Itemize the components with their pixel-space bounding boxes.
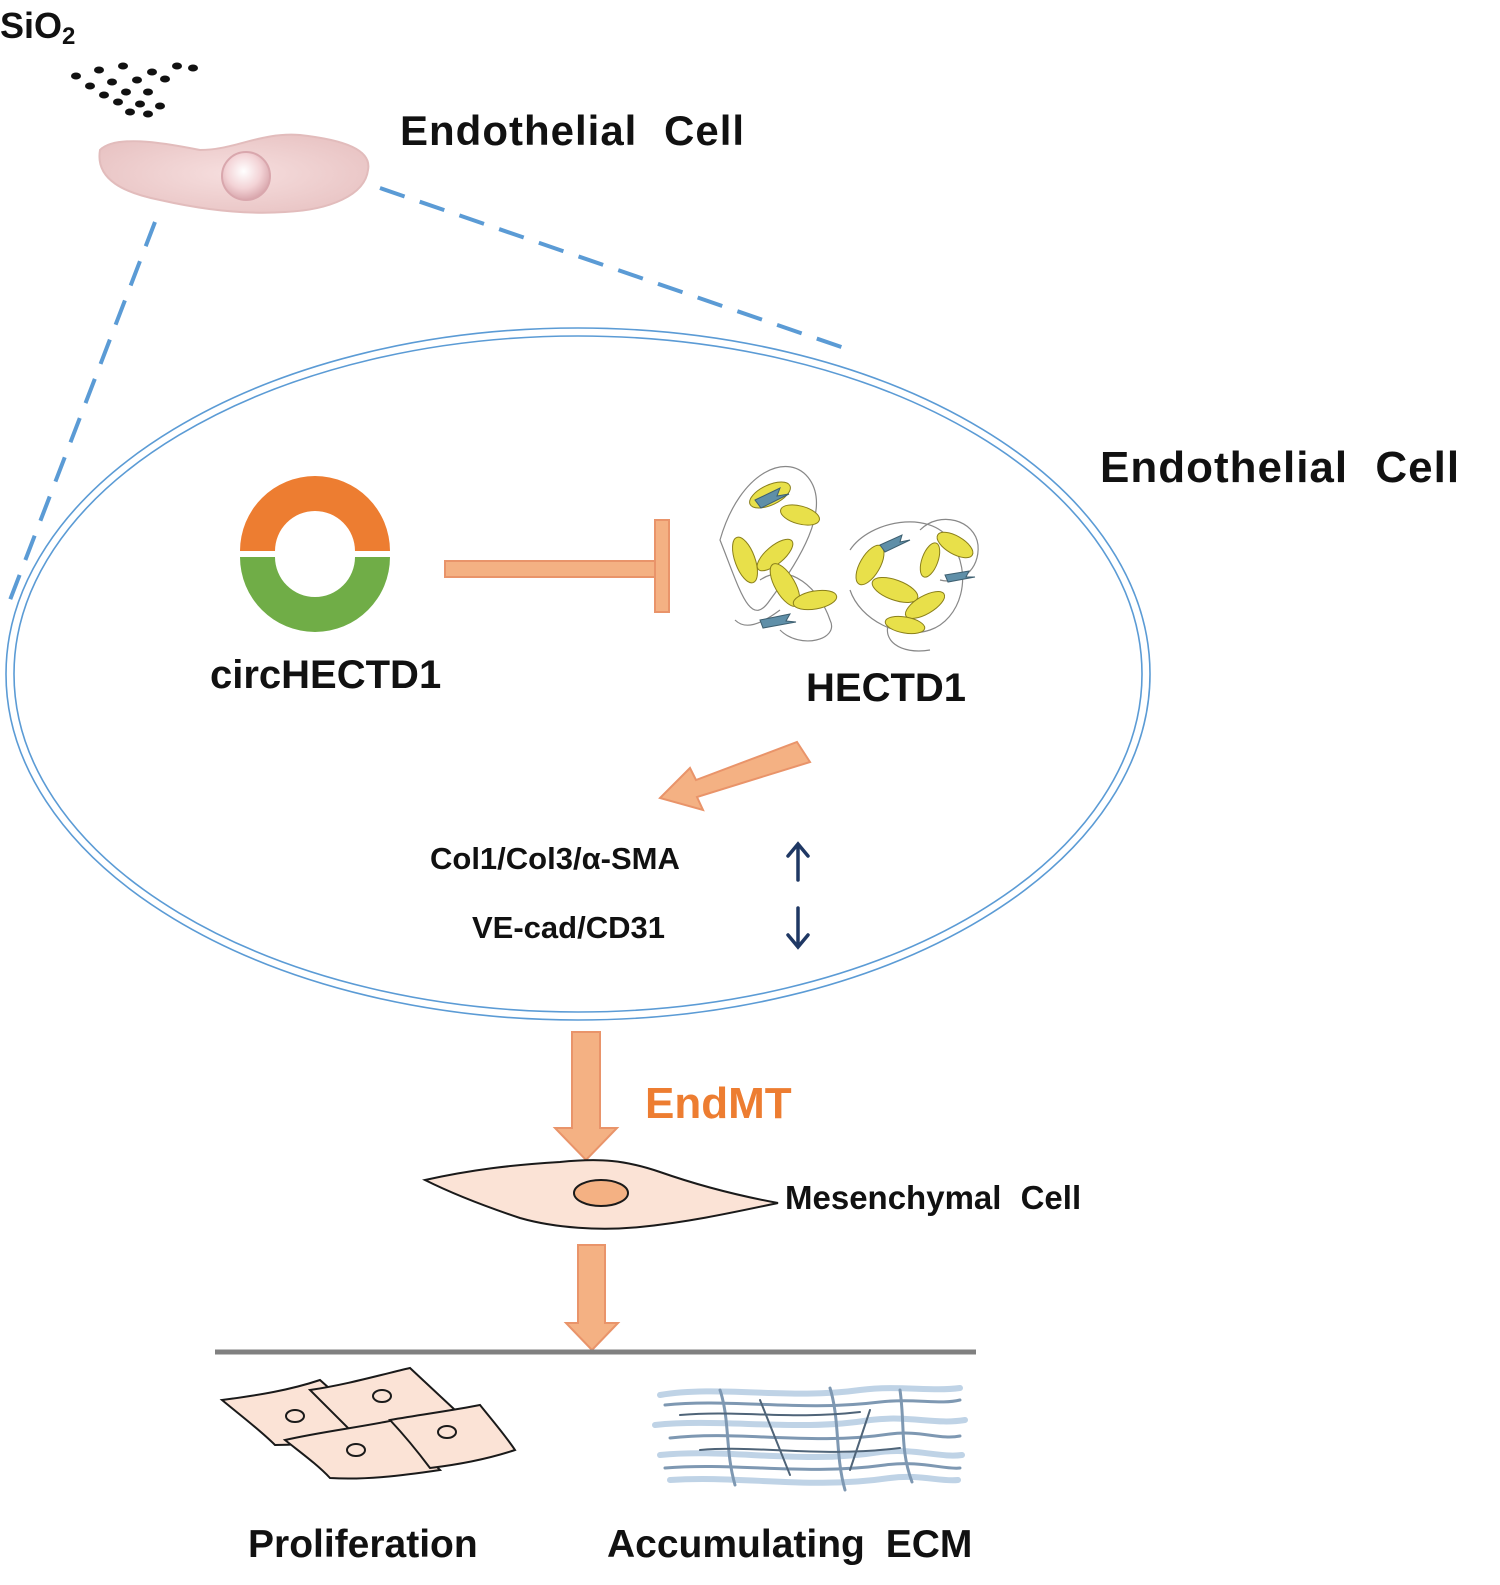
mesenchymal-cell — [422, 1159, 779, 1230]
sio2-label: SiO2 — [0, 8, 75, 49]
accumulating-ecm-label: Accumulating ECM — [607, 1523, 973, 1566]
proliferating-cells — [219, 1366, 517, 1480]
endmt-arrow — [552, 1031, 620, 1162]
zoom-dashed-lines — [8, 186, 851, 601]
sio2-particles — [71, 62, 198, 118]
endothelial-cell-top-label: Endothelial Cell — [400, 107, 746, 154]
cell-membrane — [5, 327, 1151, 1021]
markers-up-label: Col1/Col3/α-SMA — [430, 841, 680, 876]
hectd1-to-markers-arrow — [658, 740, 812, 812]
hectd1-protein-structure — [719, 465, 979, 652]
mesenchymal-down-arrow — [563, 1244, 621, 1352]
circhectd1-label: circHECTD1 — [210, 653, 442, 697]
mesenchymal-cell-label: Mesenchymal Cell — [785, 1179, 1082, 1216]
marker-down-arrow — [786, 906, 810, 950]
hectd1-label: HECTD1 — [806, 666, 967, 710]
proliferation-label: Proliferation — [248, 1523, 478, 1566]
endmt-label: EndMT — [645, 1079, 792, 1128]
ecm-fibers — [652, 1385, 968, 1492]
markers-down-label: VE-cad/CD31 — [472, 910, 665, 945]
endothelial-cell-top — [98, 133, 370, 214]
inhibition-arrow — [444, 519, 670, 613]
sio2-label-main: SiO — [0, 5, 63, 46]
endothelial-cell-right-label: Endothelial Cell — [1100, 443, 1461, 492]
marker-up-arrow — [786, 841, 810, 882]
sio2-label-subscript: 2 — [62, 23, 76, 50]
circhectd1-ring — [240, 476, 390, 632]
